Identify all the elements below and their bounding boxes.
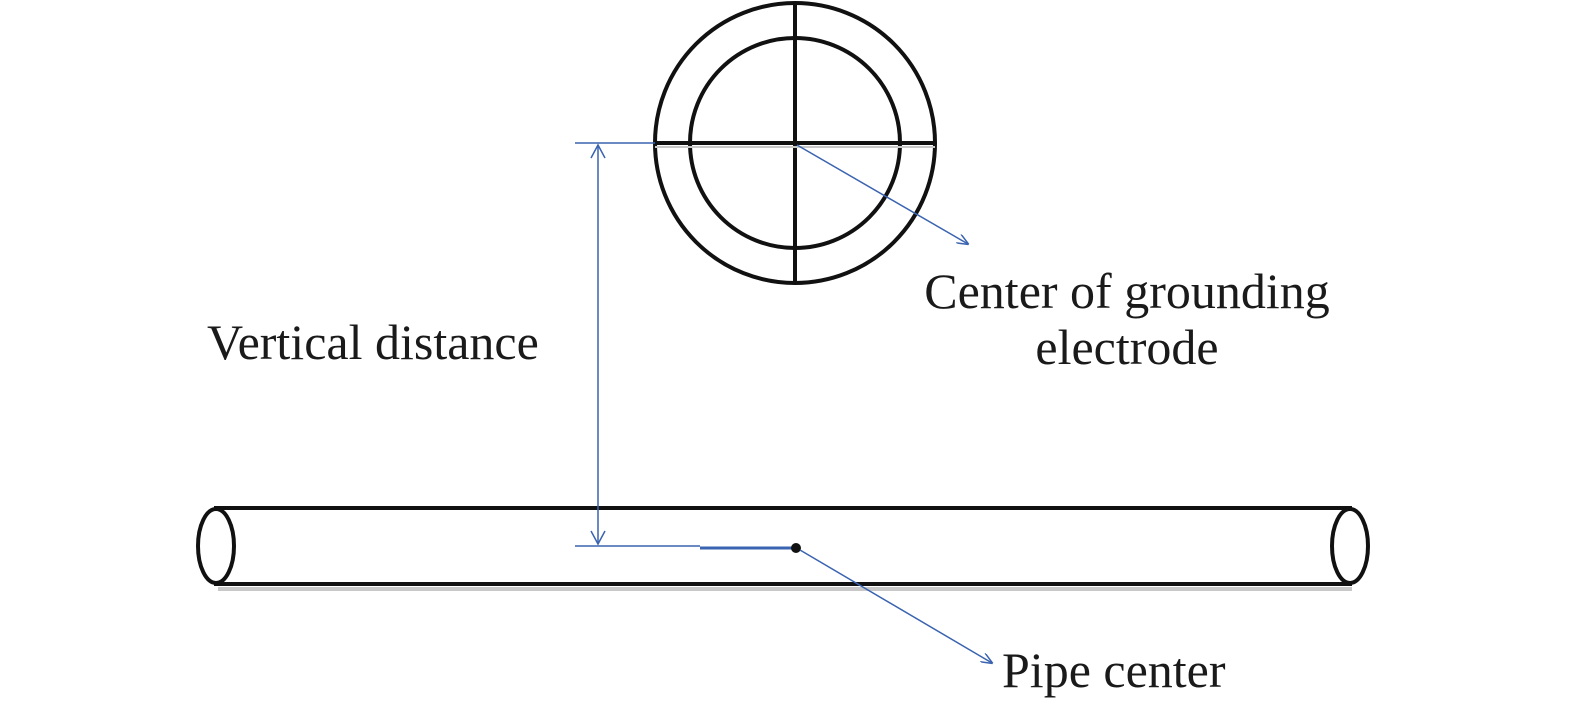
pipe-left-end <box>196 507 236 585</box>
dimension-arrow-top <box>590 143 606 159</box>
pipe-center-dot <box>791 543 801 553</box>
pipe-right-end <box>1330 507 1370 585</box>
electrode-center-label-line1: Center of grounding <box>924 263 1330 319</box>
grounding-electrode <box>653 1 937 285</box>
vertical-distance-dimension <box>575 142 700 547</box>
pipe <box>196 506 1370 591</box>
electrode-center-label-line2: electrode <box>1035 319 1219 375</box>
electrode-center-leader-arrow <box>796 144 968 244</box>
dimension-arrow-bottom <box>590 530 606 546</box>
pipe-center-label: Pipe center <box>1002 642 1226 698</box>
vertical-distance-label: Vertical distance <box>207 314 539 370</box>
pipe-center-leader-arrow <box>799 549 992 663</box>
electrode-center-label: Center of grounding electrode <box>902 266 1352 372</box>
